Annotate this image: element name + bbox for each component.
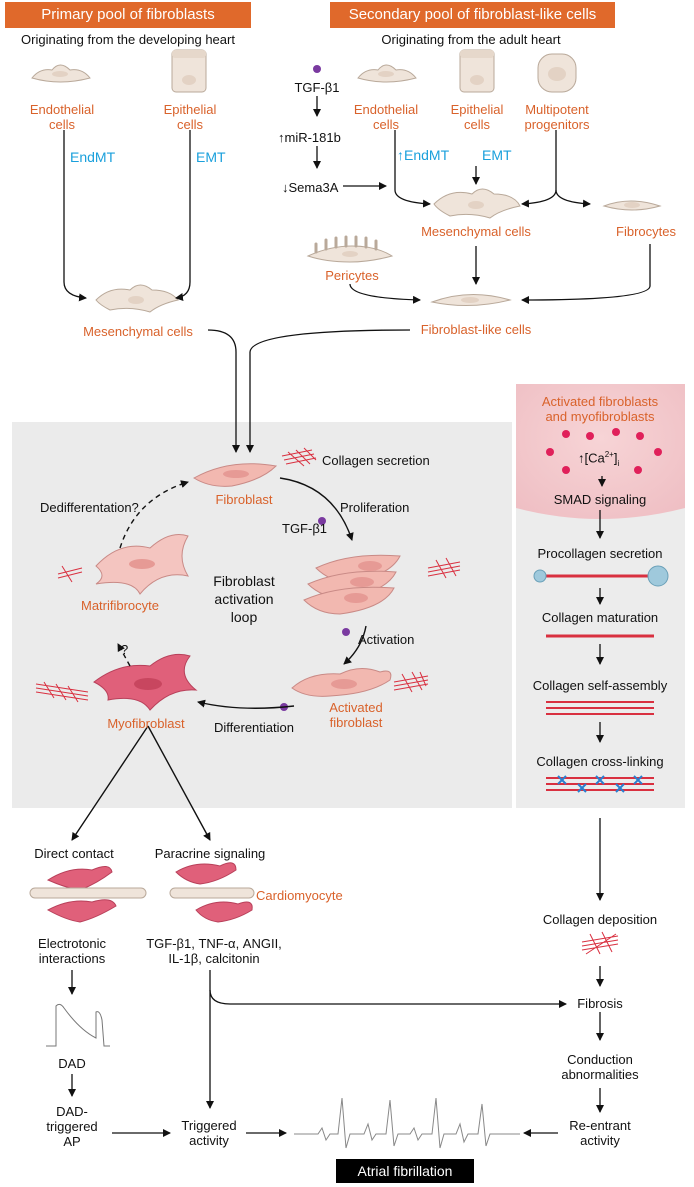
- mesenchymal-cell-primary: [95, 284, 179, 313]
- cross-linked-collagen-graphic: [546, 775, 654, 793]
- up-arrow-icon: ↑: [578, 450, 585, 466]
- reentrant-activity-label: Re-entrant activity: [569, 1118, 631, 1148]
- dad-triggered-ap-label: DAD- triggered AP: [46, 1104, 98, 1149]
- calcium-dots: [546, 428, 662, 474]
- electrotonic-label: Electrotonic interactions: [38, 936, 106, 966]
- atrial-fibrillation-label: Atrial fibrillation: [336, 1159, 474, 1183]
- endothelial-cells-label-primary: Endothelial cells: [29, 102, 95, 132]
- primary-pool-subheader: Originating from the developing heart: [21, 32, 235, 47]
- triggered-activity-label: Triggered activity: [181, 1118, 237, 1148]
- emt-label-secondary: EMT: [482, 147, 512, 163]
- dedifferentiation-label: Dedifferentation?: [40, 500, 139, 515]
- mesenchymal-cell-secondary: [433, 188, 521, 219]
- activated-fibroblast-cell: [291, 668, 392, 697]
- fibrosis-label: Fibrosis: [577, 996, 623, 1011]
- fibrocyte-cell: [602, 200, 662, 211]
- activation-label: Activation: [358, 632, 415, 647]
- tgf-label-secondary: TGF-β1: [294, 80, 340, 95]
- calcium-label: ↑[Ca2+]i: [578, 447, 619, 471]
- collagen-icon-proliferation: [427, 557, 461, 579]
- tgf-molecule-loop: [318, 517, 326, 525]
- epithelial-cells-label-primary: Epithelial cells: [163, 102, 217, 132]
- activation-molecule: [342, 628, 350, 636]
- differentiation-label: Differentiation: [214, 720, 294, 735]
- fibroblast-like-cell: [430, 293, 512, 307]
- up-arrow-icon: ↑: [397, 147, 404, 163]
- mir181b-label: ↑miR-181b: [278, 130, 341, 145]
- pericytes-label: Pericytes: [325, 268, 379, 283]
- calcium-subscript: i: [617, 458, 620, 468]
- mesenchymal-cells-label-secondary: Mesenchymal cells: [421, 224, 531, 239]
- proliferating-fibroblasts: [303, 554, 401, 615]
- endothelial-cells-label-secondary: Endothelial cells: [353, 102, 419, 132]
- activated-fibroblasts-title: Activated fibroblasts and myofibroblasts: [541, 394, 659, 424]
- endmt-label-secondary: ↑EndMT: [397, 148, 449, 163]
- calcium-text: [Ca: [584, 450, 605, 466]
- endothelial-cell-primary: [31, 64, 91, 83]
- procollagen-secretion-label: Procollagen secretion: [537, 546, 663, 561]
- pericyte-cell: [306, 235, 394, 263]
- primary-pool-header: Primary pool of fibroblasts: [5, 2, 251, 28]
- procollagen-graphic: [533, 565, 669, 587]
- loop-center-label: Fibroblast activation loop: [213, 573, 275, 625]
- collagen-secretion-label: Collagen secretion: [322, 453, 430, 468]
- tgf-label-loop: TGF-β1: [282, 521, 328, 536]
- paracrine-signaling-label: Paracrine signaling: [154, 846, 266, 861]
- proliferation-label: Proliferation: [340, 500, 410, 515]
- collagen-icon-matrifibrocyte: [57, 565, 83, 583]
- myofibroblast-label: Myofibroblast: [107, 716, 185, 731]
- collagen-icon-activated: [393, 671, 429, 693]
- activation-loop-panel: [12, 422, 512, 808]
- collagen-self-assembly-label: Collagen self-assembly: [532, 678, 668, 693]
- collagen-icon-secretion: [281, 447, 317, 467]
- emt-label-primary: EMT: [196, 149, 226, 165]
- cardiomyocyte-label: Cardiomyocyte: [256, 888, 343, 903]
- paracrine-cells: [169, 862, 255, 923]
- down-arrow-icon: ↓: [282, 180, 289, 195]
- calcium-charge: 2+: [604, 450, 614, 459]
- up-arrow-icon: ↑: [278, 130, 285, 145]
- matrifibrocyte-cell: [95, 534, 190, 595]
- collagen-icon-myofibroblast: [35, 681, 89, 703]
- multipotent-progenitors-label: Multipotent progenitors: [524, 102, 590, 132]
- endmt-label-primary: EndMT: [70, 149, 116, 165]
- dad-label: DAD: [58, 1056, 86, 1071]
- direct-contact-label: Direct contact: [34, 846, 114, 861]
- endmt-text: EndMT: [404, 147, 450, 163]
- question-mark-label: ?: [121, 642, 129, 657]
- collagen-deposition-graphic: [581, 931, 619, 955]
- collagen-deposition-label: Collagen deposition: [542, 912, 658, 927]
- secondary-pool-subheader: Originating from the adult heart: [381, 32, 561, 47]
- collagen-maturation-label: Collagen maturation: [541, 610, 659, 625]
- myofibroblast-cell: [93, 653, 198, 711]
- fibroblast-cell: [193, 463, 278, 487]
- secondary-pool-header: Secondary pool of fibroblast-like cells: [330, 2, 615, 28]
- mesenchymal-cells-label-primary: Mesenchymal cells: [83, 324, 193, 339]
- smad-signaling-label: SMAD signaling: [553, 492, 647, 507]
- fibrocytes-label: Fibrocytes: [616, 224, 676, 239]
- fibroblast-label: Fibroblast: [215, 492, 273, 507]
- sema3a-text: Sema3A: [288, 180, 339, 195]
- epithelial-cell-secondary: [459, 49, 495, 93]
- ecg-trace: [294, 1097, 520, 1149]
- mir181b-text: miR-181b: [284, 130, 341, 145]
- fibroblast-like-cells-label: Fibroblast-like cells: [420, 322, 532, 337]
- factors-label: TGF-β1, TNF-α, ANGII, IL-1β, calcitonin: [146, 936, 282, 966]
- tgf-beta1-molecule: [313, 65, 321, 73]
- activated-fibroblast-label: Activated fibroblast: [329, 700, 383, 730]
- direct-contact-cells: [29, 866, 147, 923]
- multipotent-progenitor-cell: [537, 53, 577, 93]
- sema3a-label: ↓Sema3A: [282, 180, 338, 195]
- epithelial-cell-primary: [171, 49, 207, 93]
- pink-signal-area: [516, 384, 685, 519]
- collagen-cross-linking-label: Collagen cross-linking: [536, 754, 664, 769]
- matrifibrocyte-label: Matrifibrocyte: [80, 598, 160, 613]
- self-assembled-collagen-graphic: [546, 701, 654, 715]
- endothelial-cell-secondary: [357, 64, 417, 83]
- dad-trace: [46, 1003, 110, 1047]
- calcium-bracket: ]: [613, 450, 618, 466]
- conduction-abnormalities-label: Conduction abnormalities: [561, 1052, 639, 1082]
- epithelial-cells-label-secondary: Epithelial cells: [450, 102, 504, 132]
